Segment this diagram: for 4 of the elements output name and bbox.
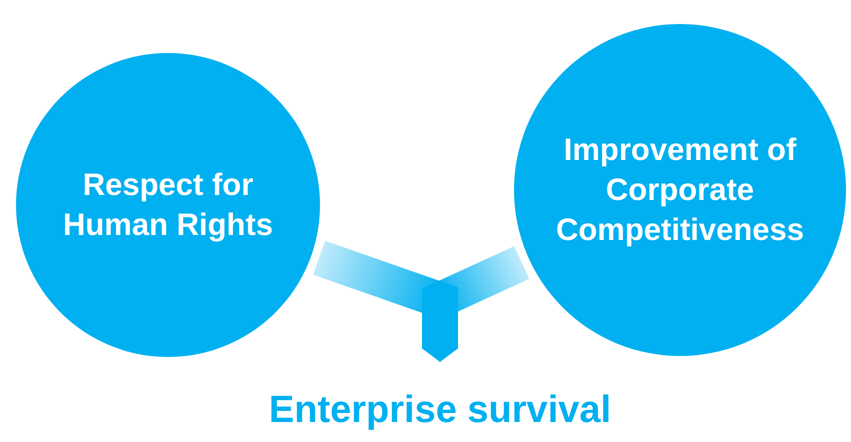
circle-label: Improvement of Corporate Competitiveness	[554, 130, 806, 250]
merge-arrow	[422, 246, 530, 362]
circle-label: Respect for Human Rights	[62, 166, 274, 244]
outcome-title: Enterprise survival	[268, 388, 612, 432]
